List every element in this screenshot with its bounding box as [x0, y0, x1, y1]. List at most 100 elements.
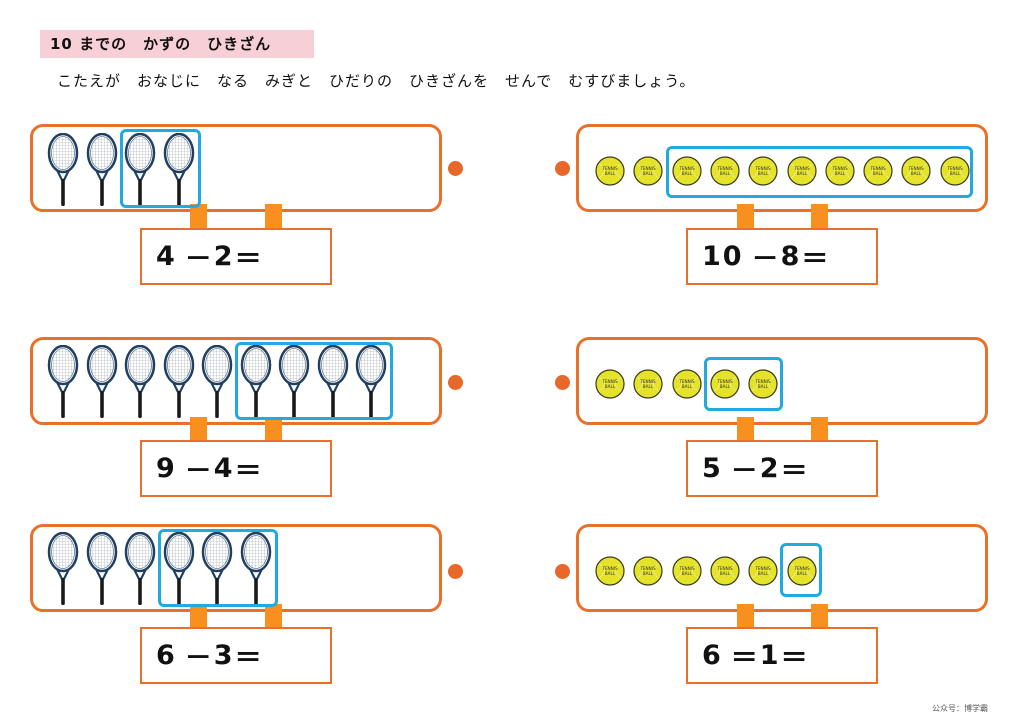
svg-text:BALL: BALL [720, 171, 731, 176]
subtrahend: 1 [759, 640, 781, 671]
svg-text:TENNIS: TENNIS [640, 566, 657, 571]
svg-text:BALL: BALL [605, 171, 616, 176]
highlight-box [120, 129, 201, 208]
minuend: 9 [156, 453, 177, 484]
equation: 6 － 3 ＝ [156, 629, 264, 682]
connect-dot[interactable] [448, 375, 463, 390]
svg-text:BALL: BALL [758, 571, 769, 576]
svg-text:BALL: BALL [758, 384, 769, 389]
svg-text:TENNIS: TENNIS [601, 566, 618, 571]
operator: － [730, 456, 760, 487]
equation: 10 － 8 ＝ [702, 230, 830, 283]
svg-text:BALL: BALL [605, 571, 616, 576]
tennis-racket-icon [201, 531, 233, 606]
connect-dot[interactable] [555, 564, 570, 579]
svg-text:BALL: BALL [605, 384, 616, 389]
tennis-racket-icon [86, 132, 118, 207]
highlight-box [666, 146, 973, 198]
highlight-box [235, 342, 393, 420]
tennis-racket-icon [86, 344, 118, 419]
svg-text:TENNIS: TENNIS [793, 166, 810, 171]
svg-text:TENNIS: TENNIS [640, 166, 657, 171]
tennis-racket-icon [163, 344, 195, 419]
tennis-racket-icon [86, 531, 118, 606]
equation-box: 10 － 8 ＝ [686, 228, 878, 285]
svg-text:BALL: BALL [911, 171, 922, 176]
footer-credit: 公众号：博学霸 [932, 704, 988, 713]
minuend: 6 [156, 640, 177, 671]
equals-sign: ＝ [801, 244, 831, 275]
tennis-racket-icon [47, 132, 79, 207]
svg-text:TENNIS: TENNIS [716, 566, 733, 571]
subtrahend: 2 [213, 241, 235, 272]
svg-text:TENNIS: TENNIS [678, 379, 695, 384]
connect-dot[interactable] [448, 161, 463, 176]
equals-sign: ＝ [780, 456, 810, 487]
connect-dot[interactable] [555, 161, 570, 176]
svg-text:BALL: BALL [643, 571, 654, 576]
tennis-racket-icon [240, 344, 272, 419]
svg-text:BALL: BALL [835, 171, 846, 176]
minuend: 5 [702, 453, 723, 484]
tennis-racket-icon [124, 132, 156, 207]
tennis-racket-icon [163, 531, 195, 606]
equation-box: 5 － 2 ＝ [686, 440, 878, 497]
highlight-box [158, 529, 278, 607]
tennis-racket-icon [240, 531, 272, 606]
connect-dot[interactable] [555, 375, 570, 390]
svg-text:TENNIS: TENNIS [755, 166, 772, 171]
svg-text:TENNIS: TENNIS [755, 379, 772, 384]
svg-text:TENNIS: TENNIS [601, 166, 618, 171]
equation-box: 6 － 3 ＝ [140, 627, 332, 684]
equation-box: 6 ＝ 1 ＝ [686, 627, 878, 684]
svg-text:TENNIS: TENNIS [716, 379, 733, 384]
instruction-text: こたえが おなじに なる みぎと ひだりの ひきざんを せんで むすびましょう。 [57, 72, 696, 90]
svg-text:BALL: BALL [643, 171, 654, 176]
equation: 6 ＝ 1 ＝ [702, 629, 810, 682]
svg-text:TENNIS: TENNIS [793, 566, 810, 571]
equation: 5 － 2 ＝ [702, 442, 810, 495]
svg-text:TENNIS: TENNIS [908, 166, 925, 171]
svg-text:BALL: BALL [720, 384, 731, 389]
operator: － [184, 643, 214, 674]
equals-sign: ＝ [234, 643, 264, 674]
svg-text:BALL: BALL [796, 171, 807, 176]
svg-text:BALL: BALL [758, 171, 769, 176]
tennis-racket-icon [124, 531, 156, 606]
svg-text:BALL: BALL [681, 171, 692, 176]
svg-text:TENNIS: TENNIS [869, 166, 886, 171]
svg-text:BALL: BALL [681, 571, 692, 576]
equation: 9 － 4 ＝ [156, 442, 264, 495]
svg-text:TENNIS: TENNIS [601, 379, 618, 384]
svg-text:BALL: BALL [949, 171, 960, 176]
operator: － [184, 244, 214, 275]
highlight-box [780, 543, 822, 597]
subtrahend: 3 [213, 640, 235, 671]
svg-text:TENNIS: TENNIS [755, 566, 772, 571]
svg-text:BALL: BALL [720, 571, 731, 576]
subtrahend: 4 [213, 453, 235, 484]
highlight-box [704, 357, 783, 411]
connect-dot[interactable] [448, 564, 463, 579]
subtrahend: 2 [759, 453, 781, 484]
svg-text:BALL: BALL [796, 571, 807, 576]
equals-sign: ＝ [234, 244, 264, 275]
svg-text:TENNIS: TENNIS [946, 166, 963, 171]
minuend: 10 [702, 241, 744, 272]
